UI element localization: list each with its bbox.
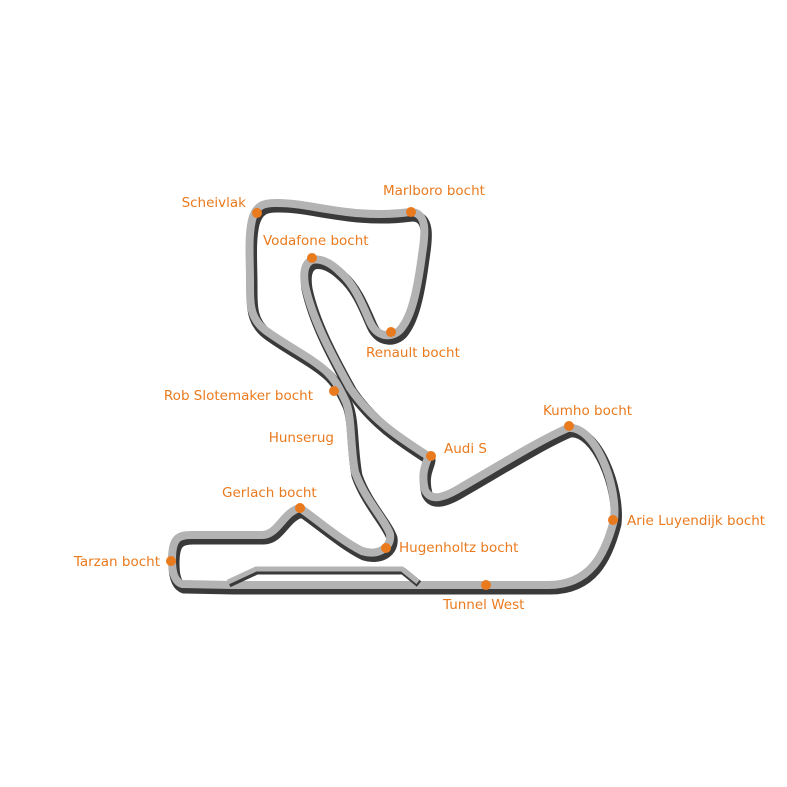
corner-labels: Scheivlak Marlboro bocht Vodafone bocht … [73, 183, 765, 613]
label-hunserug: Hunserug [269, 430, 334, 446]
marker-renault-bocht[interactable] [386, 327, 396, 337]
marker-arie-luyendijk-bocht[interactable] [608, 515, 618, 525]
label-vodafone-bocht: Vodafone bocht [263, 233, 369, 249]
marker-scheivlak[interactable] [252, 208, 262, 218]
label-tunnel-west: Tunnel West [442, 597, 524, 613]
marker-audi-s[interactable] [426, 451, 436, 461]
marker-tarzan-bocht[interactable] [166, 556, 176, 566]
pit-lane [226, 566, 422, 588]
marker-marlboro-bocht[interactable] [406, 207, 416, 217]
label-arie-luyendijk-bocht: Arie Luyendijk bocht [627, 513, 765, 529]
label-tarzan-bocht: Tarzan bocht [73, 554, 160, 570]
marker-tunnel-west[interactable] [481, 580, 491, 590]
marker-vodafone-bocht[interactable] [307, 253, 317, 263]
label-audi-s: Audi S [444, 441, 487, 457]
marker-gerlach-bocht[interactable] [295, 503, 305, 513]
label-kumho-bocht: Kumho bocht [543, 403, 632, 419]
label-hugenholtz-bocht: Hugenholtz bocht [399, 540, 518, 556]
corner-markers [166, 207, 618, 590]
label-rob-slotemaker-bocht: Rob Slotemaker bocht [164, 388, 313, 404]
label-marlboro-bocht: Marlboro bocht [383, 183, 485, 199]
label-gerlach-bocht: Gerlach bocht [222, 485, 317, 501]
marker-rob-slotemaker-bocht[interactable] [329, 386, 339, 396]
marker-kumho-bocht[interactable] [564, 421, 574, 431]
marker-hugenholtz-bocht[interactable] [381, 543, 391, 553]
label-scheivlak: Scheivlak [182, 195, 247, 211]
label-renault-bocht: Renault bocht [366, 345, 460, 361]
